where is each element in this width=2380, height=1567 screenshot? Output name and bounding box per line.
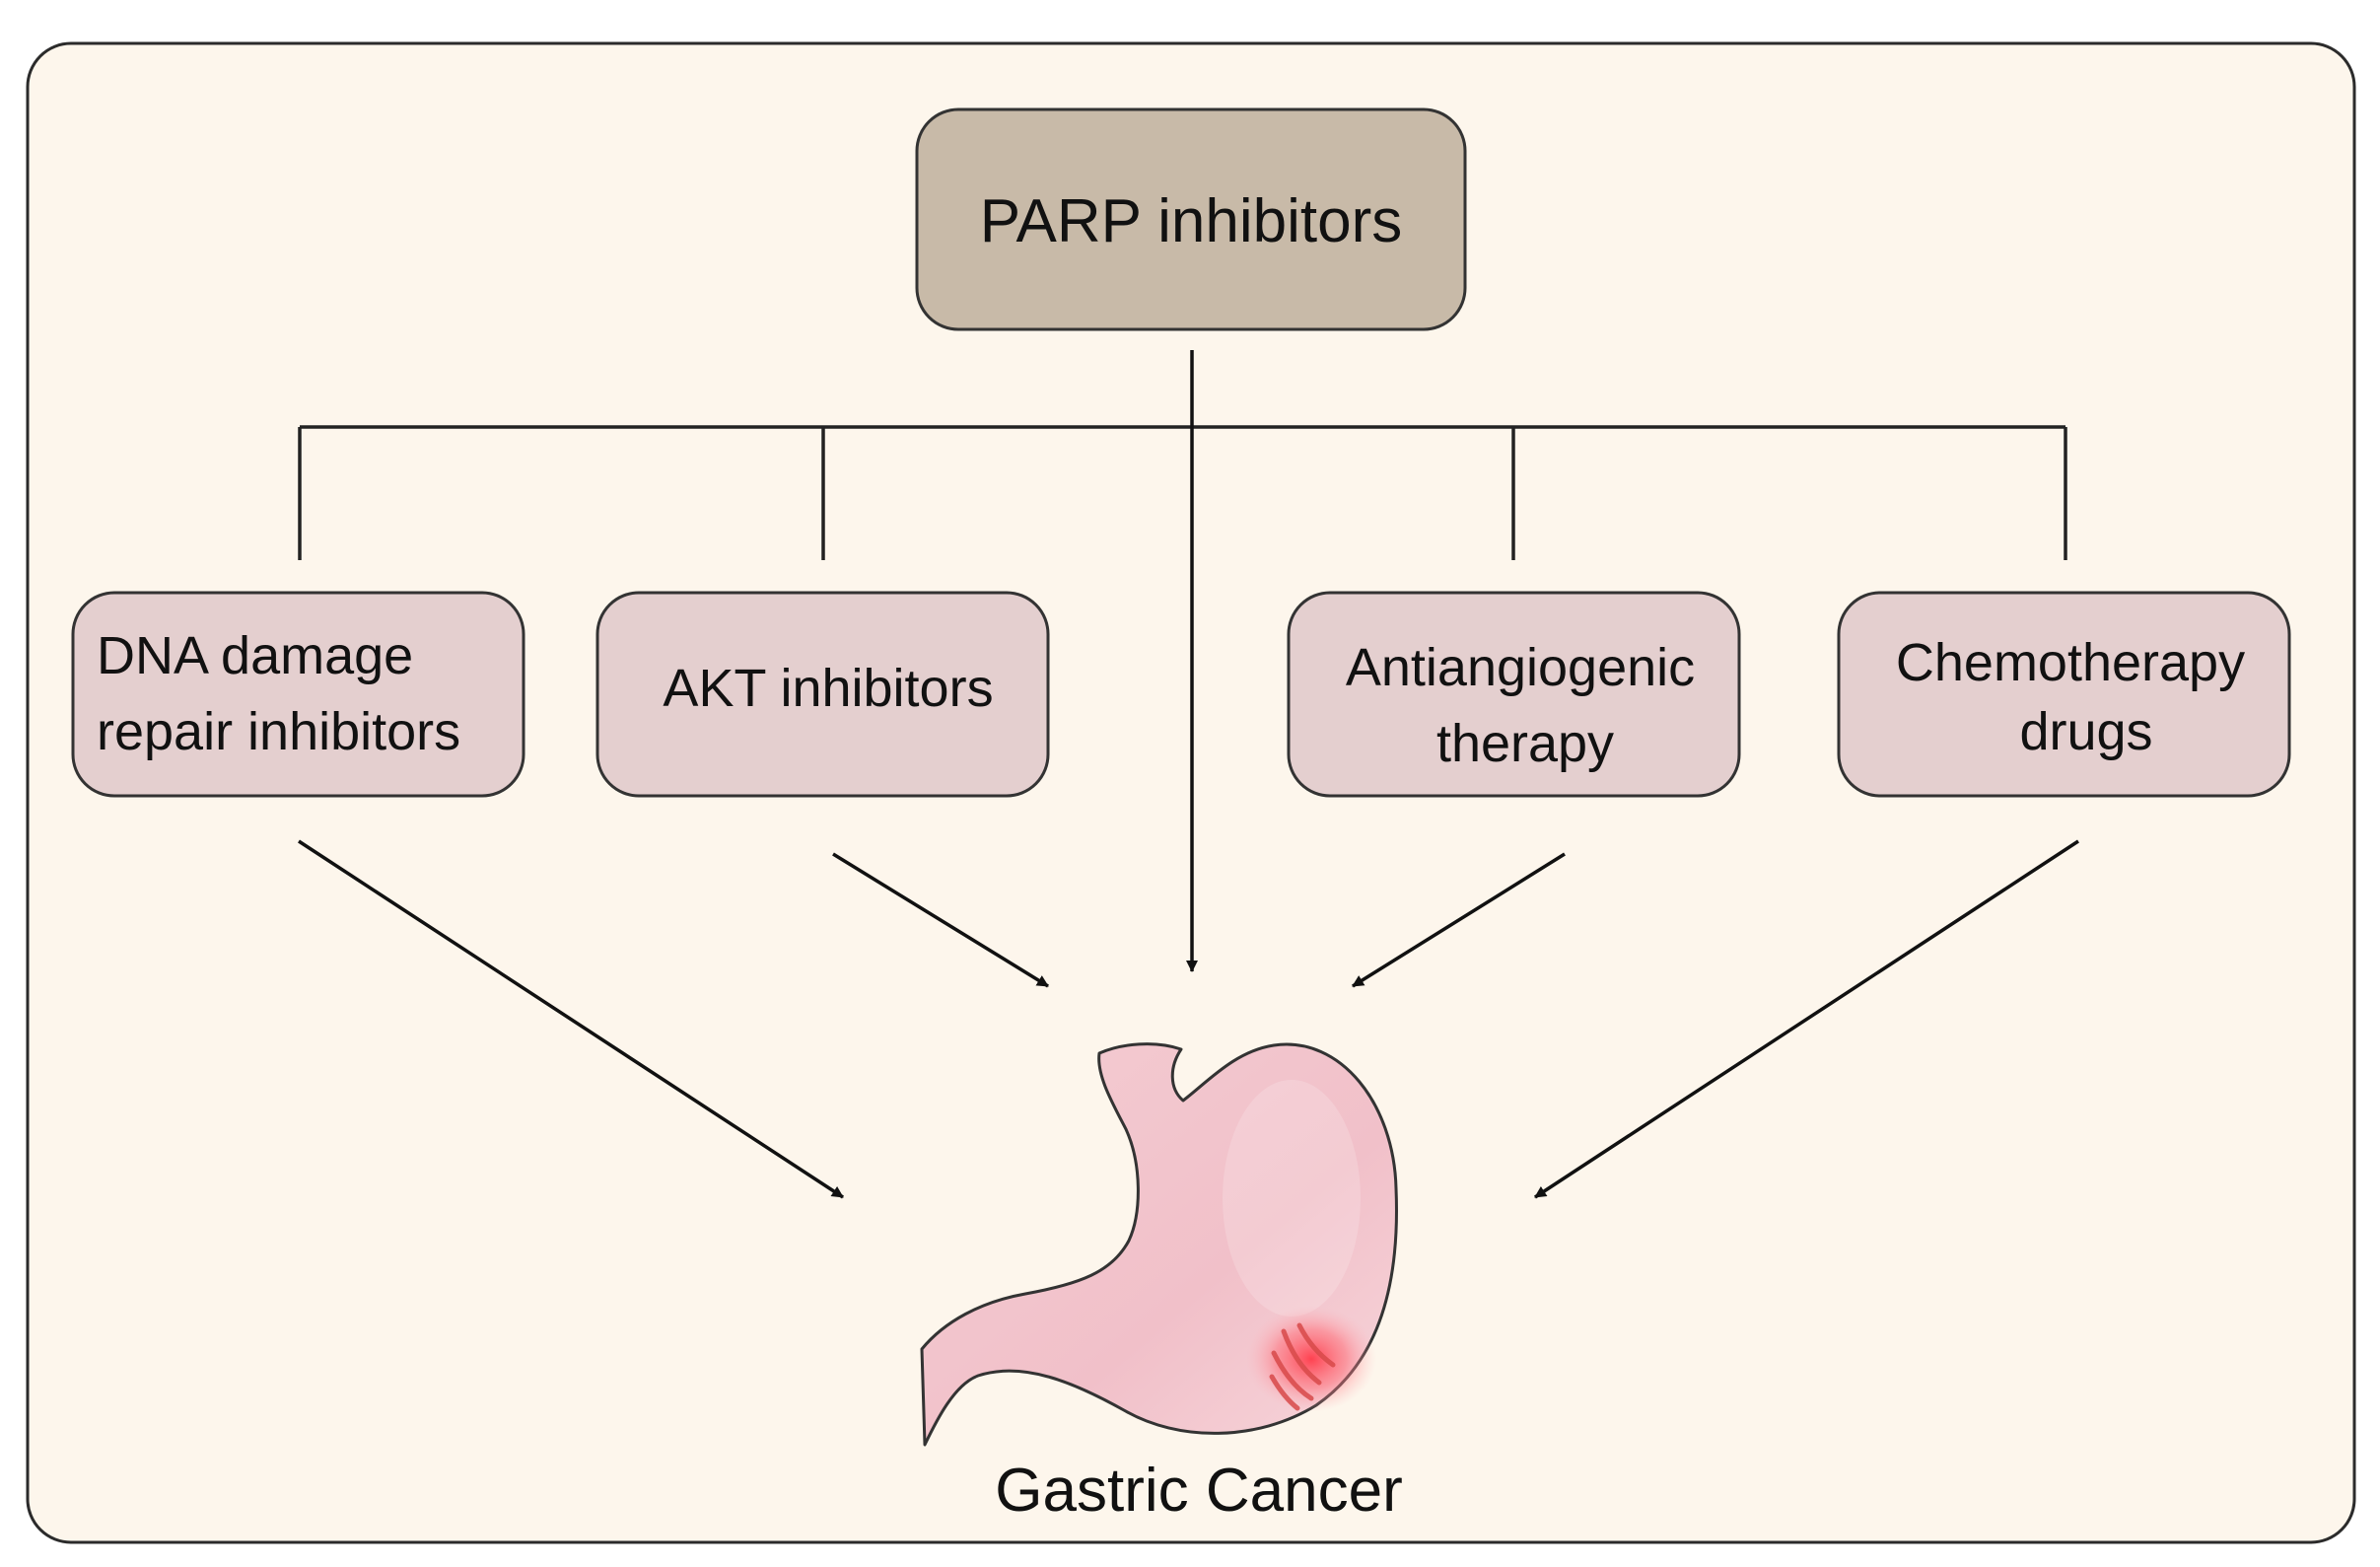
child-node-chemo-line1: Chemotherapy — [1896, 633, 2245, 692]
arrow-chemo-to-target — [1534, 839, 2079, 1199]
child-node-dna-line2: repair inhibitors — [97, 702, 460, 761]
child-node-anti-line2: therapy — [1436, 714, 1614, 773]
child-node-anti-line1: Antiangiogenic — [1346, 638, 1695, 697]
arrow-dna-to-target — [298, 839, 844, 1199]
stomach-icon — [920, 1042, 1398, 1447]
arrow-akt-to-target — [832, 852, 1049, 988]
lesion-marks — [1269, 1322, 1336, 1411]
target-label: Gastric Cancer — [995, 1457, 1402, 1525]
child-node-dna-box — [71, 591, 525, 798]
root-node-label: PARP inhibitors — [980, 187, 1402, 255]
root-node: PARP inhibitors — [915, 107, 1467, 331]
child-node-chemo: Chemotherapy drugs — [1837, 591, 2291, 798]
child-node-anti-box — [1287, 591, 1741, 798]
child-node-akt: AKT inhibitors — [595, 591, 1050, 798]
child-node-chemo-line2: drugs — [2019, 702, 2152, 761]
arrow-anti-to-target — [1352, 852, 1566, 988]
child-node-dna-line1: DNA damage — [97, 626, 413, 685]
child-node-anti: Antiangiogenic therapy — [1287, 591, 1741, 798]
child-node-chemo-box — [1837, 591, 2291, 798]
child-node-akt-line1: AKT inhibitors — [663, 659, 993, 718]
arrows — [298, 350, 2079, 1199]
child-node-akt-box — [595, 591, 1050, 798]
child-node-dna: DNA damage repair inhibitors — [71, 591, 525, 798]
stomach-highlight — [1223, 1080, 1361, 1317]
root-node-box — [915, 107, 1467, 331]
connectors — [298, 425, 2067, 560]
